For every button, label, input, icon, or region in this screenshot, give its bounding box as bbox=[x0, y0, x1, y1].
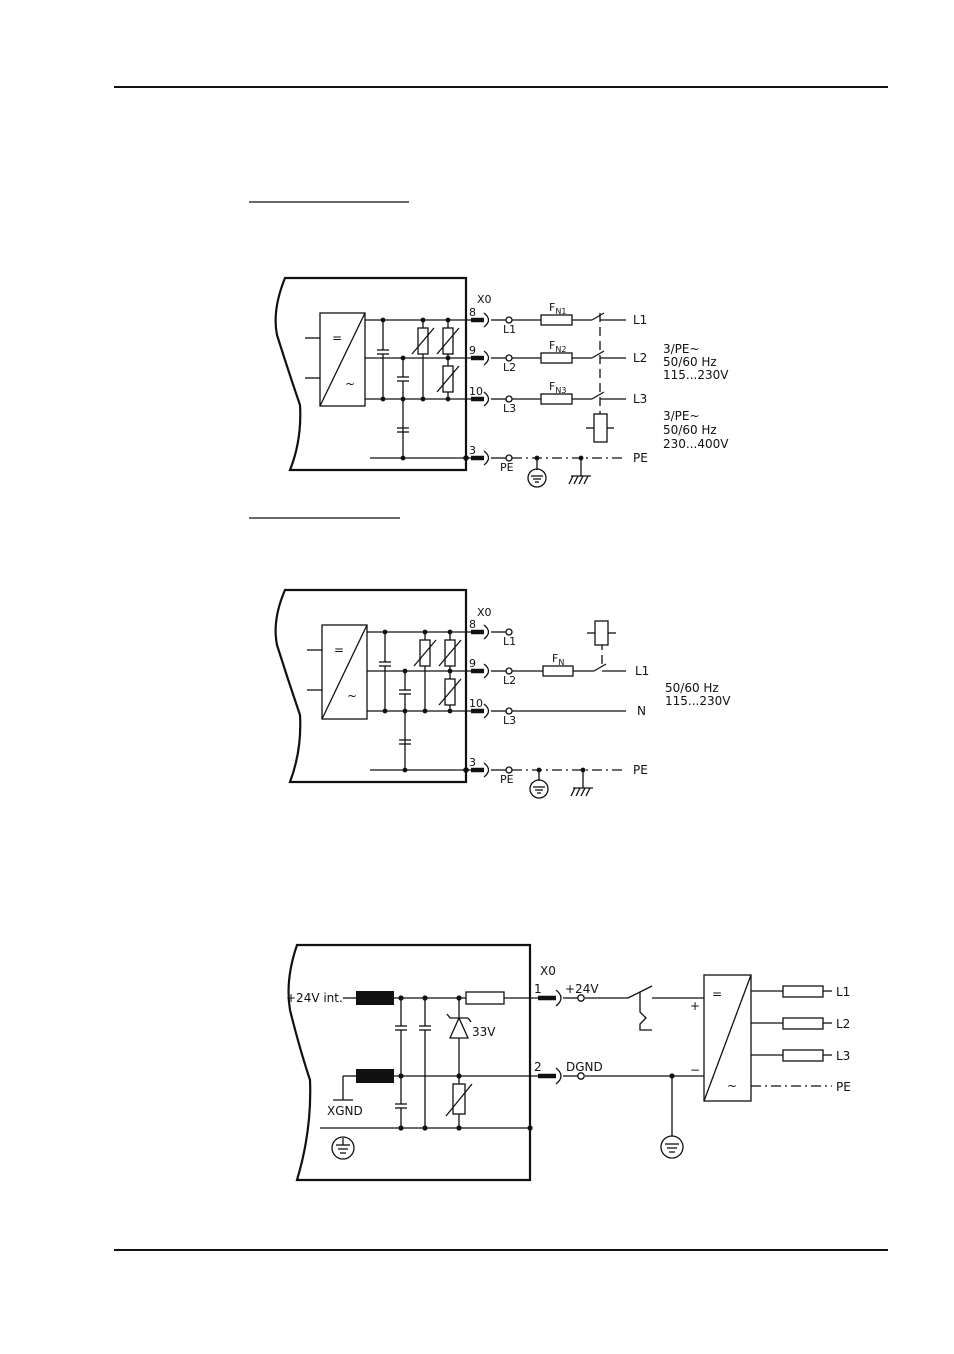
connector-label: X0 bbox=[477, 293, 492, 306]
svg-text:PE: PE bbox=[500, 461, 514, 474]
svg-text:FN: FN bbox=[552, 652, 564, 667]
svg-text:1: 1 bbox=[534, 982, 542, 996]
ground-icon bbox=[660, 1135, 684, 1159]
svg-text:FN3: FN3 bbox=[549, 380, 566, 395]
ground-icon bbox=[527, 468, 547, 488]
svg-text:L1: L1 bbox=[503, 323, 516, 336]
xgnd-label: XGND bbox=[327, 1104, 363, 1118]
svg-text:L3: L3 bbox=[503, 402, 516, 415]
svg-text:L1: L1 bbox=[836, 985, 850, 999]
svg-text:L3: L3 bbox=[836, 1049, 850, 1063]
terminal-24v: +24V bbox=[565, 982, 599, 996]
device-housing bbox=[274, 276, 468, 472]
connector-label: X0 bbox=[477, 606, 492, 619]
svg-text:~: ~ bbox=[347, 689, 357, 703]
external-power-supply bbox=[703, 974, 752, 1102]
svg-text:L2: L2 bbox=[836, 1017, 850, 1031]
internal-24v-label: +24V int. bbox=[286, 991, 343, 1005]
svg-text:115...230V: 115...230V bbox=[665, 694, 731, 708]
connector-label: X0 bbox=[540, 964, 556, 978]
device-housing bbox=[274, 588, 468, 784]
choke bbox=[356, 1069, 394, 1083]
svg-text:N: N bbox=[637, 704, 646, 718]
fuse-fn3 bbox=[540, 393, 573, 405]
svg-text:+: + bbox=[690, 999, 700, 1013]
svg-text:50/60 Hz: 50/60 Hz bbox=[665, 681, 719, 695]
device-housing bbox=[287, 943, 532, 1182]
fuse-fn2 bbox=[540, 352, 573, 364]
contactor-coil bbox=[593, 413, 608, 443]
svg-text:50/60 Hz: 50/60 Hz bbox=[663, 423, 717, 437]
svg-text:9: 9 bbox=[469, 344, 476, 357]
svg-text:−: − bbox=[690, 1063, 700, 1077]
svg-text:PE: PE bbox=[633, 763, 648, 777]
svg-text:3/PE~: 3/PE~ bbox=[663, 409, 700, 423]
svg-text:L2: L2 bbox=[503, 674, 516, 687]
zener-voltage-label: 33V bbox=[472, 1025, 496, 1039]
svg-text:8: 8 bbox=[469, 618, 476, 631]
diagram-24v-supply: +24V int. XGND 33V bbox=[286, 943, 851, 1182]
svg-text:L1: L1 bbox=[633, 313, 647, 327]
fuse-fn bbox=[542, 665, 574, 677]
svg-text:=: = bbox=[712, 987, 722, 1001]
zener-diode bbox=[448, 1016, 470, 1039]
svg-text:L3: L3 bbox=[633, 392, 647, 406]
svg-text:FN1: FN1 bbox=[549, 301, 566, 316]
dc-symbol: = bbox=[332, 331, 342, 345]
fuse-l3 bbox=[782, 1049, 824, 1062]
svg-text:FN2: FN2 bbox=[549, 339, 566, 354]
contactor-coil bbox=[594, 620, 609, 646]
svg-text:3/PE~: 3/PE~ bbox=[663, 342, 700, 356]
ground-icon bbox=[331, 1136, 355, 1160]
svg-text:PE: PE bbox=[500, 773, 514, 786]
svg-text:10: 10 bbox=[469, 385, 483, 398]
svg-text:115...230V: 115...230V bbox=[663, 368, 729, 382]
svg-text:50/60 Hz: 50/60 Hz bbox=[663, 355, 717, 369]
svg-text:L1: L1 bbox=[503, 635, 516, 648]
svg-text:2: 2 bbox=[534, 1060, 542, 1074]
fuse-fn1 bbox=[540, 314, 573, 326]
svg-text:9: 9 bbox=[469, 657, 476, 670]
svg-text:8: 8 bbox=[469, 306, 476, 319]
svg-text:L2: L2 bbox=[633, 351, 647, 365]
svg-text:10: 10 bbox=[469, 697, 483, 710]
svg-text:PE: PE bbox=[633, 451, 648, 465]
terminal-dgnd: DGND bbox=[566, 1060, 603, 1074]
svg-text:3: 3 bbox=[469, 756, 476, 769]
svg-text:~: ~ bbox=[727, 1079, 737, 1093]
fuse-l1 bbox=[782, 985, 824, 998]
choke bbox=[356, 991, 394, 1005]
rectifier-block bbox=[319, 312, 366, 407]
svg-text:L1: L1 bbox=[635, 664, 649, 678]
ground-icon bbox=[529, 779, 549, 799]
svg-text:3: 3 bbox=[469, 444, 476, 457]
svg-text:230...400V: 230...400V bbox=[663, 437, 729, 451]
diagram-three-phase-mains: = ~ bbox=[274, 276, 729, 488]
svg-text:L2: L2 bbox=[503, 361, 516, 374]
svg-text:=: = bbox=[334, 643, 344, 657]
ac-symbol: ~ bbox=[345, 377, 355, 391]
fuse-l2 bbox=[782, 1017, 824, 1030]
rectifier-block bbox=[321, 624, 368, 720]
svg-text:PE: PE bbox=[836, 1080, 851, 1094]
diagram-single-phase-mains: = ~ bbox=[274, 588, 731, 799]
internal-fuse bbox=[465, 991, 505, 1005]
svg-text:L3: L3 bbox=[503, 714, 516, 727]
